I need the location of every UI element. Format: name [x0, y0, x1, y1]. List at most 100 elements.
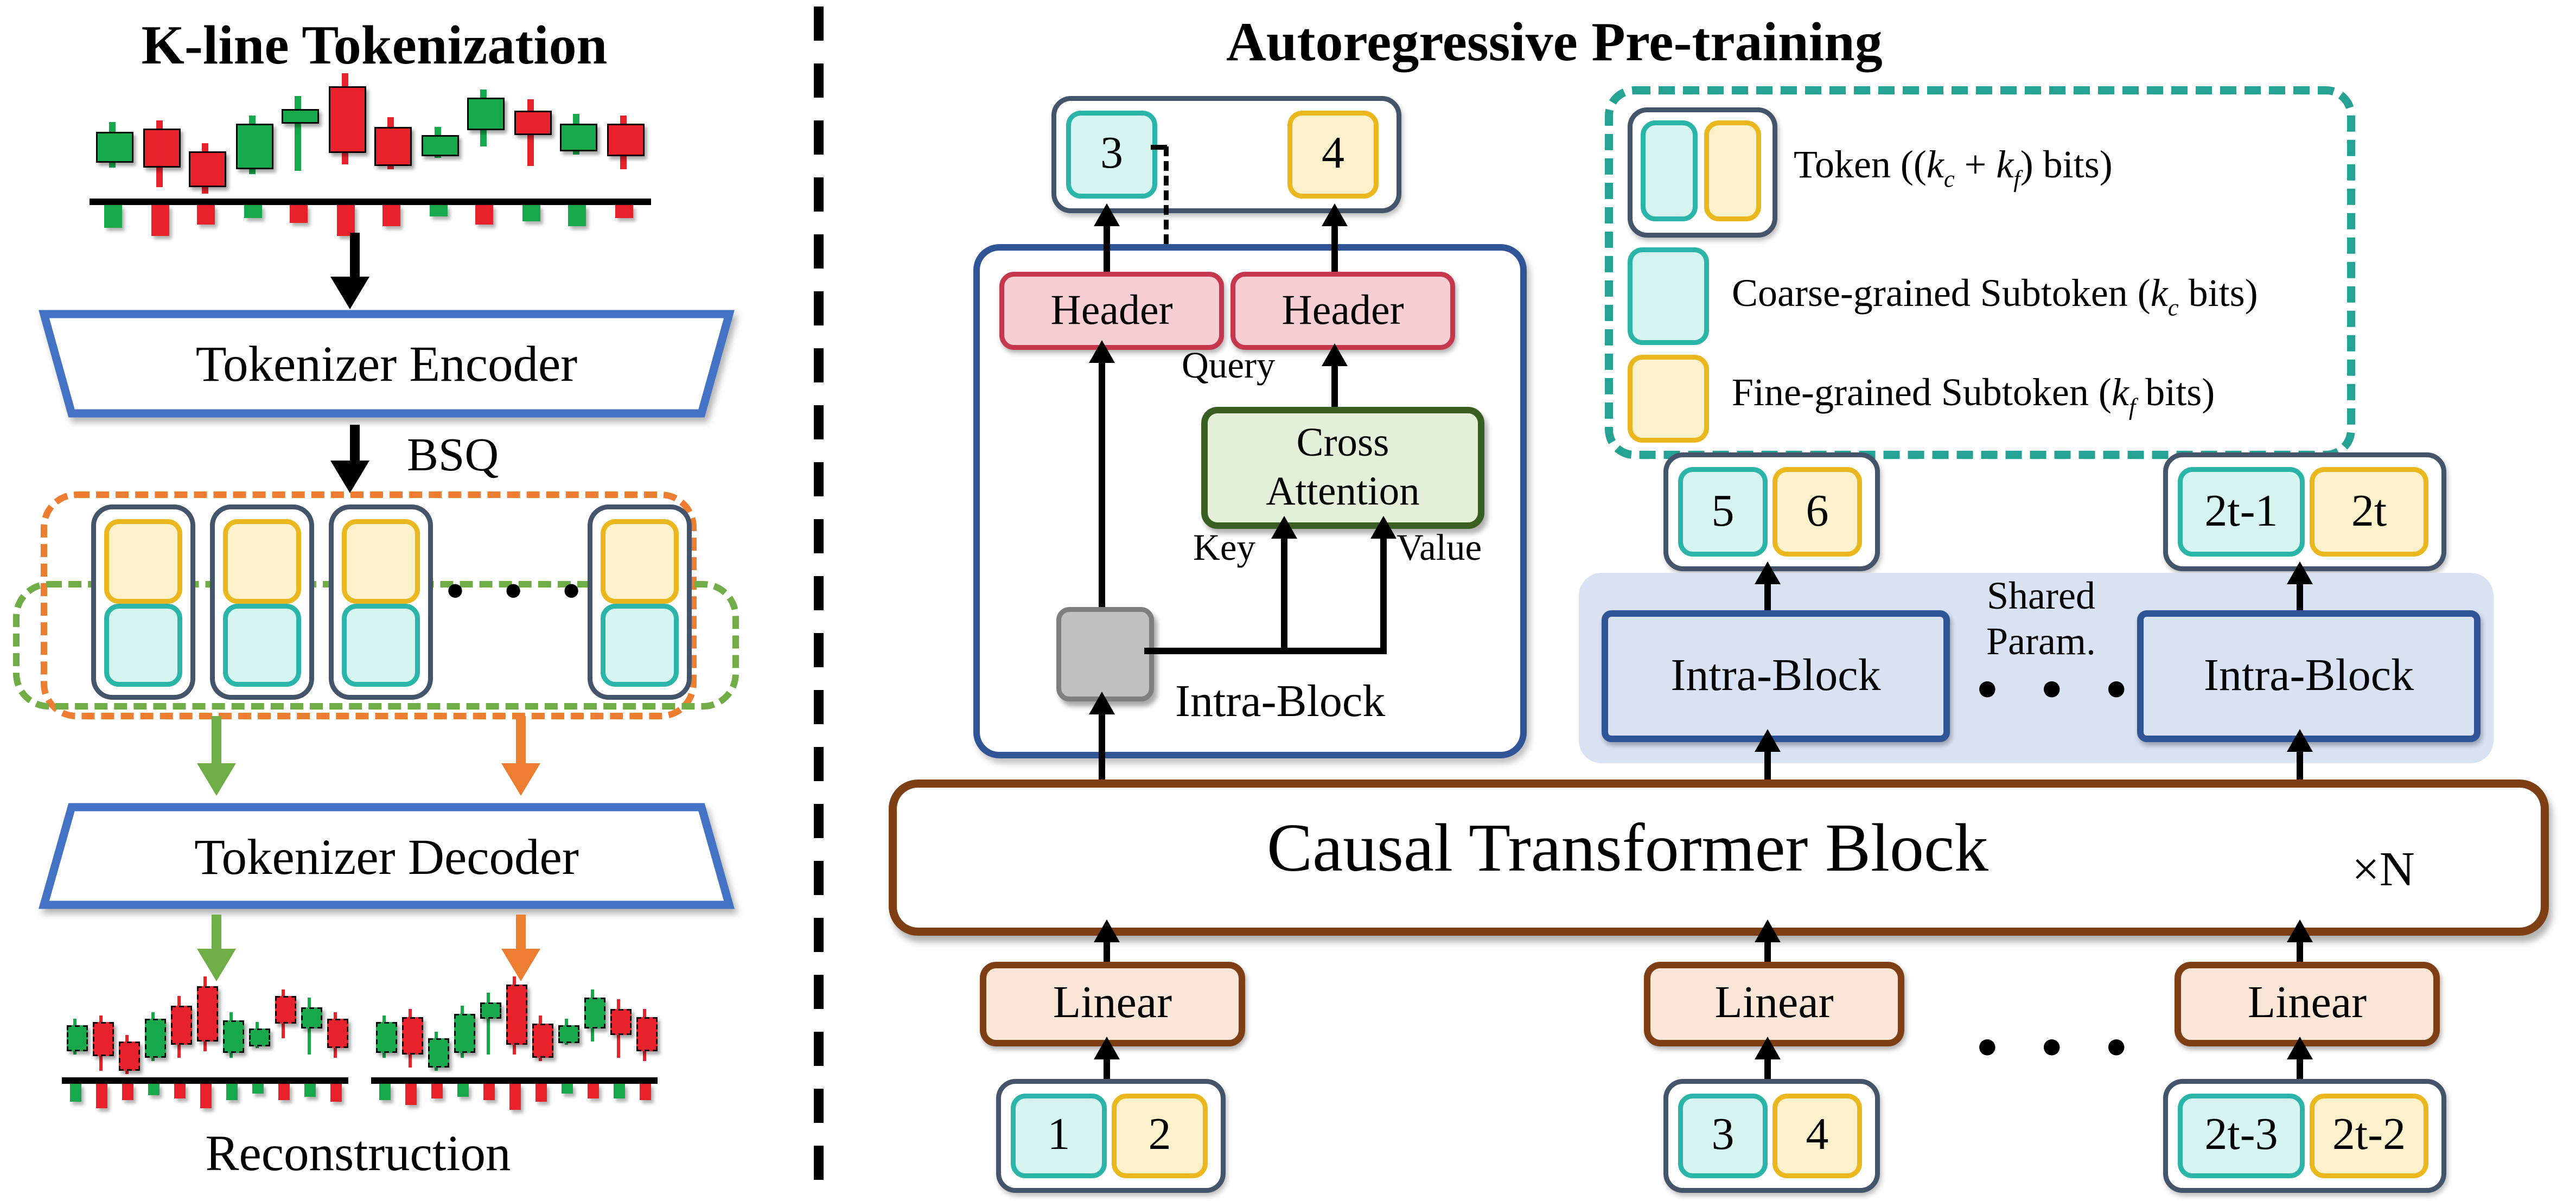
candle-body [427, 1038, 449, 1068]
token-pill [210, 504, 314, 700]
arrowhead [1755, 919, 1781, 942]
intra-block-3: Intra-Block [2137, 610, 2481, 742]
arrowhead [2287, 561, 2313, 584]
value-label: Value [1397, 527, 1482, 568]
arrow-ctb-to-ib3 [2297, 747, 2303, 780]
volume-bar [508, 1084, 520, 1110]
volume-bar [567, 205, 585, 226]
key-label: Key [1193, 527, 1255, 568]
linear-box-2: Linear [1644, 962, 1904, 1046]
linear-box-1: Linear [980, 962, 1245, 1046]
coarse-subtoken [104, 604, 182, 687]
arrowhead [1755, 561, 1781, 584]
token-box-2t3-2t2: 2t-3 2t-2 [2163, 1079, 2446, 1193]
chart-baseline [371, 1077, 658, 1083]
arrowhead [1322, 343, 1348, 366]
intra-block-label: Intra-Block [2203, 650, 2414, 701]
header-box-fine: Header [1230, 272, 1455, 350]
arrow-token3-to-linear3 [2297, 1055, 2303, 1079]
candle-body [328, 86, 366, 153]
query-dash-stub [1151, 145, 1167, 150]
volume-bar [277, 1084, 289, 1100]
arrowhead [501, 763, 540, 796]
kv-branch-line [1144, 648, 1387, 654]
shared-param-label: Shared Param. [1950, 576, 2132, 667]
arrowhead [2287, 919, 2313, 942]
reconstruction-chart-right [371, 976, 658, 1120]
fine-subtoken [104, 519, 182, 604]
intra-block-label: Intra-Block [1670, 650, 1881, 701]
line-hidden-to-header [1099, 358, 1105, 607]
xn-label: ×N [2352, 843, 2415, 897]
value-riser [1380, 535, 1386, 653]
candle-body [326, 1019, 348, 1048]
candle-body [531, 1024, 553, 1058]
volume-bar [429, 205, 447, 216]
reconstruction-chart-left [62, 976, 348, 1120]
volume-bar [196, 205, 214, 225]
volume-bar [613, 1084, 624, 1098]
causal-transformer-label: Causal Transformer Block [1267, 812, 1988, 887]
kline-chart [90, 73, 651, 236]
candle-wick [486, 993, 490, 1055]
legend-coarse-label: Coarse-grained Subtoken (kc bits) [1732, 273, 2258, 322]
candle-body [583, 998, 605, 1028]
volume-bar [243, 205, 262, 218]
arrow-chart-to-encoder [350, 233, 360, 282]
token-box-3-4: 3 4 [1663, 1079, 1880, 1193]
coarse-subtoken-3b: 3 [1678, 1094, 1768, 1178]
volume-bar [586, 1084, 598, 1098]
token-pill [588, 504, 692, 700]
volume-bar [121, 1084, 133, 1100]
legend-token-label: Token ((kc + kf) bits) [1794, 145, 2113, 194]
candle-body [170, 1006, 192, 1045]
coarse-subtoken-2t-1: 2t-1 [2178, 467, 2305, 557]
arrow-linear3-to-ctb [2297, 937, 2303, 962]
arrowhead [1094, 203, 1120, 226]
right-panel-title: Autoregressive Pre-training [1226, 13, 1883, 74]
legend-token-sample [1628, 107, 1777, 238]
volume-bar [560, 1084, 572, 1094]
volume-bar [225, 1084, 237, 1100]
causal-transformer-block [889, 780, 2549, 936]
candle-body [235, 124, 273, 169]
volume-bar [381, 205, 400, 226]
tokenizer-encoder-shape [39, 310, 735, 418]
candle-body [453, 1014, 475, 1053]
candle-body [95, 132, 133, 163]
volume-bar [336, 205, 354, 236]
intra-block-2: Intra-Block [1602, 610, 1950, 742]
candle-body [118, 1042, 139, 1071]
linear-label: Linear [2247, 978, 2367, 1028]
arrow-decoder-out-left [212, 915, 221, 954]
candle-body [92, 1022, 113, 1056]
volume-bar [639, 1084, 651, 1100]
token-box-1-2: 1 2 [996, 1079, 1226, 1193]
token-ellipsis: • • • [443, 570, 594, 615]
arrow-ctb-to-ib2 [1764, 747, 1770, 780]
volume-bar [173, 1084, 185, 1098]
fine-subtoken [223, 519, 301, 604]
fine-subtoken [342, 519, 420, 604]
candle-wick [295, 96, 301, 171]
tokenizer-decoder-label: Tokenizer Decoder [194, 828, 579, 885]
arrowhead [1755, 1037, 1781, 1059]
query-label: Query [1182, 345, 1276, 386]
arrow-token2-to-linear2 [1764, 1055, 1770, 1079]
candle-body [606, 124, 644, 156]
shared-label-line1: Shared [1987, 577, 2095, 619]
left-panel-title: K-line Tokenization [141, 16, 608, 77]
arrow-token1-to-linear1 [1104, 1055, 1110, 1079]
arrowhead [1089, 692, 1115, 714]
candle-body [188, 151, 226, 187]
arrowhead [330, 461, 369, 493]
fine-subtoken-2t-2: 2t-2 [2310, 1094, 2428, 1178]
volume-bar [404, 1084, 416, 1105]
intra-block-ellipsis: • • • [1973, 664, 2141, 718]
volume-bar [303, 1084, 315, 1097]
arrow-linear1-to-ctb [1104, 937, 1110, 962]
candle-body [196, 986, 218, 1042]
fine-subtoken-4: 4 [1287, 111, 1379, 199]
candle-body [513, 111, 551, 135]
